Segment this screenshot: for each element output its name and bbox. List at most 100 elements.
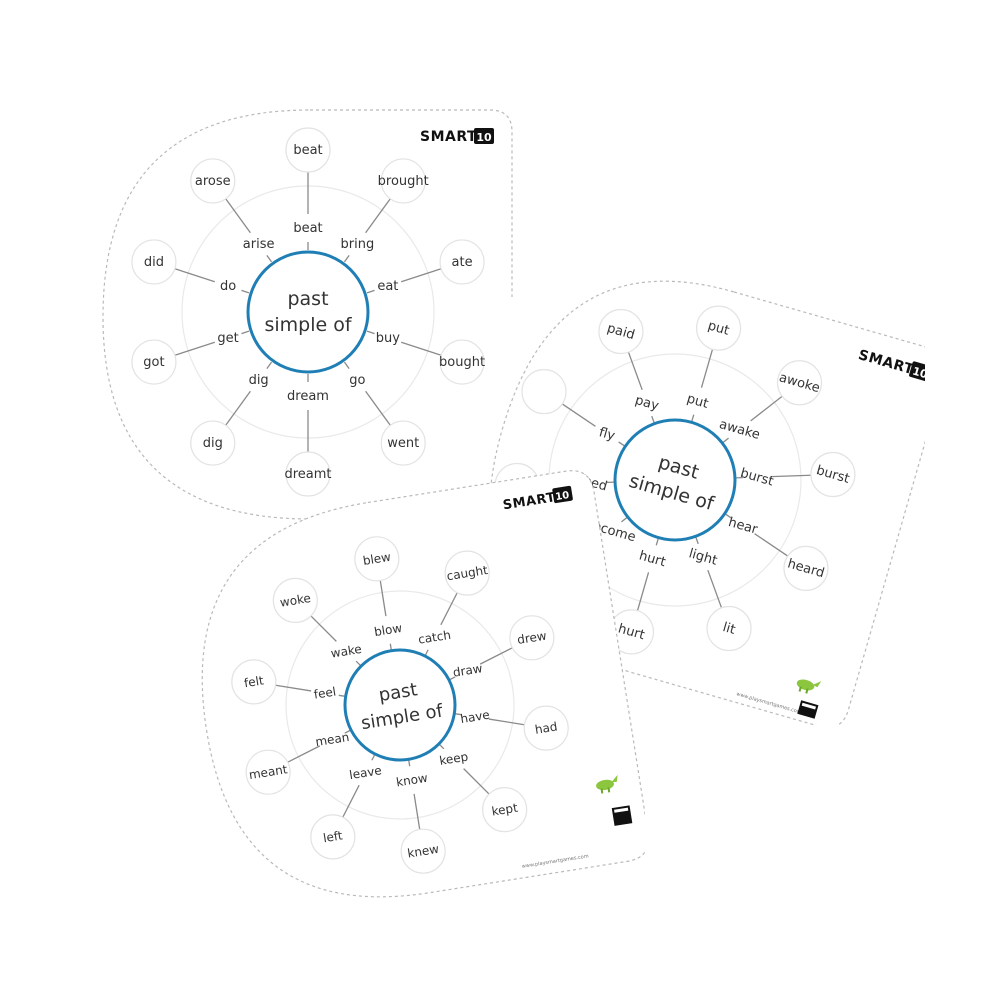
answer-bubble[interactable] (245, 749, 291, 795)
card-3-dino-icon (596, 774, 618, 794)
card-2-box-icon (797, 700, 819, 719)
spoke-line (707, 569, 723, 609)
card-3-box-icon (611, 805, 633, 826)
inner-word: arise (243, 237, 275, 252)
spoke-line (379, 580, 387, 617)
answer-bubble[interactable] (810, 451, 856, 498)
spoke-line (488, 718, 525, 726)
answer-label: paid (605, 321, 636, 343)
spoke-line (174, 268, 215, 283)
spoke-line (700, 349, 714, 388)
answer-bubble[interactable] (695, 305, 742, 351)
inner-word: wake (330, 642, 363, 661)
inner-word: fly (597, 425, 617, 444)
answer-bubble[interactable] (439, 339, 485, 385)
spoke-line (342, 784, 360, 818)
spoke-line (365, 390, 391, 426)
answer-bubble[interactable] (354, 536, 400, 582)
answer-bubble[interactable] (285, 127, 331, 173)
inner-word: beat (293, 221, 322, 236)
spoke-tick (343, 361, 350, 370)
card-1-graphic: beatbroughtateboughtwentdreamtdiggotdida… (102, 109, 513, 520)
answer-label: knew (406, 842, 440, 861)
spoke-tick (266, 254, 273, 263)
answer-bubble[interactable] (285, 451, 331, 497)
inner-word: keep (438, 750, 469, 768)
svg-text:10: 10 (476, 131, 492, 144)
answer-label: hurt (616, 621, 646, 643)
answer-label: caught (446, 563, 489, 583)
inner-word: get (217, 331, 238, 346)
inner-word: feel (313, 684, 337, 701)
inner-word: put (685, 391, 710, 411)
card-2-center-circle (613, 418, 737, 542)
answer-label: woke (279, 591, 312, 610)
answer-bubble[interactable] (776, 360, 823, 406)
inner-word: blow (373, 621, 403, 639)
answer-bubble[interactable] (380, 420, 426, 466)
answer-label: ate (452, 255, 473, 270)
inner-word: go (349, 373, 365, 388)
svg-text:10: 10 (911, 365, 925, 382)
answer-bubble[interactable] (131, 339, 177, 385)
answer-label: blew (362, 550, 392, 568)
spoke-line (174, 341, 215, 356)
card-1-logo: SMART 10 (420, 128, 494, 145)
answer-label: dig (203, 436, 223, 451)
inner-word: buy (376, 331, 400, 346)
answer-bubble[interactable] (310, 814, 356, 860)
spoke-line (440, 592, 458, 626)
inner-word: mean (314, 730, 350, 749)
answer-label: dreamt (284, 467, 331, 482)
inner-word: have (459, 708, 490, 726)
answer-bubble[interactable] (400, 828, 446, 874)
spoke-line (561, 403, 596, 427)
card-1-logo-text: SMART (420, 129, 477, 145)
spoke-line (636, 572, 650, 611)
answer-label: bought (439, 355, 485, 370)
answer-bubble[interactable] (509, 615, 555, 661)
inner-word: bring (341, 237, 375, 252)
answer-bubble[interactable] (231, 659, 277, 705)
answer-bubble[interactable] (706, 605, 752, 652)
spoke-line (750, 395, 783, 422)
inner-word: eat (377, 279, 398, 294)
answer-label: put (706, 318, 731, 338)
answer-bubble[interactable] (444, 550, 490, 596)
card-2-dino-icon (796, 679, 822, 694)
spoke-line (310, 615, 337, 642)
card-3-graphic: blewcaughtdrewhadkeptknewleftmeantfeltwo… (201, 470, 650, 898)
answer-bubble[interactable] (131, 239, 177, 285)
answer-label: brought (378, 174, 429, 189)
card-1-center-line2: simple of (264, 314, 352, 336)
answer-label: got (143, 355, 164, 370)
answer-bubble[interactable] (598, 308, 644, 355)
answer-label: kept (491, 801, 519, 819)
answer-label: went (387, 436, 419, 451)
answer-bubble[interactable] (521, 369, 567, 415)
spoke-line (413, 793, 421, 830)
answer-label: arose (195, 174, 231, 189)
card-1-center-circle (246, 250, 370, 374)
answer-bubble[interactable] (190, 420, 236, 466)
answer-bubble[interactable] (380, 158, 426, 204)
answer-label: meant (248, 762, 289, 782)
answer-label: drew (516, 629, 547, 647)
answer-bubble[interactable] (482, 787, 528, 833)
inner-word: pay (633, 393, 660, 414)
answer-bubble[interactable] (523, 705, 569, 751)
answer-bubble[interactable] (272, 577, 318, 623)
spoke-line (225, 198, 251, 234)
svg-text:10: 10 (555, 490, 571, 503)
spoke-line (770, 474, 811, 478)
answer-bubble[interactable] (783, 545, 829, 591)
answer-label: had (534, 719, 558, 736)
card-1-center-line1: past (287, 288, 328, 310)
answer-bubble[interactable] (439, 239, 485, 285)
answer-bubble[interactable] (190, 158, 236, 204)
inner-word: do (220, 279, 236, 294)
spoke-line (401, 268, 442, 283)
answer-label: left (322, 828, 344, 845)
